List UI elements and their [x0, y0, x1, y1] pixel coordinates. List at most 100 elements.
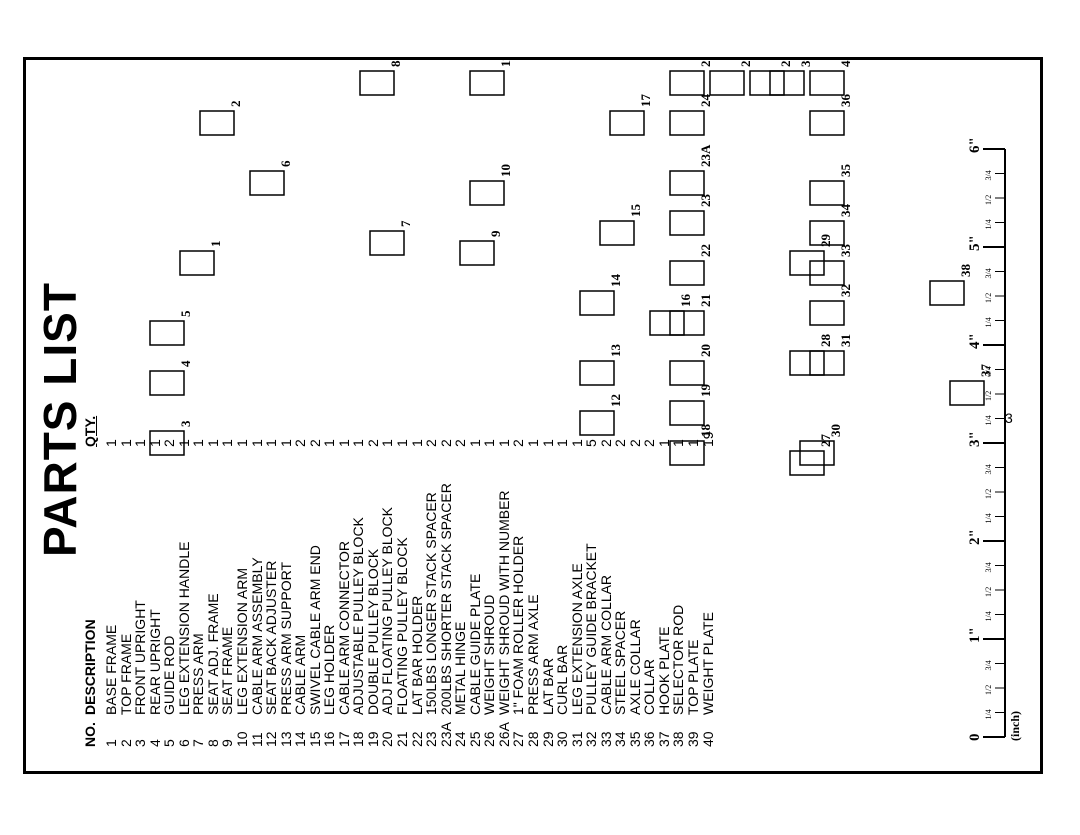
part-sketch	[579, 410, 615, 436]
part-figure: 34	[809, 204, 853, 246]
part-figure-label: 30	[828, 424, 843, 437]
part-figure: 30	[799, 424, 843, 466]
part-figure: 27	[789, 434, 833, 476]
part-sketch	[359, 70, 395, 96]
part-sketch	[809, 260, 845, 286]
part-sketch	[789, 250, 825, 276]
part-figure-label: 25	[698, 57, 713, 67]
part-figure-label: 6	[278, 160, 293, 167]
part-figure: 21	[669, 294, 713, 336]
ruler-minor-label: 1/4	[984, 709, 993, 719]
part-sketch	[579, 290, 615, 316]
part-figure: 40	[809, 57, 853, 96]
part-figure-label: 19	[698, 384, 713, 398]
part-figure: 17	[609, 94, 653, 136]
page-border	[23, 57, 1043, 774]
part-number: 40	[699, 731, 716, 747]
part-sketch	[669, 110, 705, 136]
part-figure: 2	[199, 101, 243, 136]
part-figure-label: 12	[608, 394, 623, 407]
part-figure-label: 36	[838, 94, 853, 108]
part-figure-label: 35	[838, 164, 853, 178]
ruler-unit-label: (inch)	[1008, 711, 1022, 741]
column-header-no: NO.	[82, 722, 98, 747]
part-figure: 25	[669, 57, 713, 96]
ruler-minor-label: 1/2	[984, 685, 993, 695]
part-sketch	[179, 250, 215, 276]
part-sketch	[809, 300, 845, 326]
part-sketch	[709, 70, 745, 96]
part-figure: 23A	[669, 144, 713, 196]
part-sketch	[469, 70, 505, 96]
part-sketch	[599, 220, 635, 246]
part-sketch	[149, 370, 185, 396]
part-figure: 18	[669, 424, 713, 466]
part-figure-label: 11	[498, 57, 513, 67]
part-figure-label: 32	[838, 284, 853, 297]
part-sketch	[199, 110, 235, 136]
part-sketch	[929, 280, 965, 306]
part-figure-label: 2	[228, 101, 243, 108]
part-figure: 29	[789, 234, 833, 276]
part-figure-label: 38	[958, 264, 973, 278]
part-figure-label: 10	[498, 164, 513, 177]
part-figure-label: 24	[698, 94, 713, 108]
part-sketch	[809, 110, 845, 136]
part-sketch	[669, 70, 705, 96]
part-sketch	[809, 350, 845, 376]
part-figure: 32	[809, 284, 853, 326]
part-sketch	[369, 230, 405, 256]
part-sketch	[669, 400, 705, 426]
part-figure-label: 13	[608, 344, 623, 358]
part-figure: 6	[249, 160, 293, 196]
part-figure-label: 3	[178, 420, 193, 427]
part-figure-label: 20	[698, 344, 713, 357]
part-figure-label: 15	[628, 204, 643, 218]
part-figure-label: 37	[978, 364, 993, 378]
part-figure: 36	[809, 94, 853, 136]
part-figure: 38	[929, 264, 973, 306]
part-sketch	[249, 170, 285, 196]
part-figure-label: 23A	[698, 144, 713, 167]
part-figure-label: 39	[798, 57, 813, 67]
part-figure-label: 33	[838, 244, 853, 258]
part-figure: 9	[459, 230, 503, 266]
part-sketch	[669, 260, 705, 286]
part-figure: 19	[669, 384, 713, 426]
part-sketch	[799, 440, 835, 466]
part-figure: 10	[469, 164, 513, 206]
part-sketch	[149, 430, 185, 456]
part-sketch	[669, 440, 705, 466]
part-figure-label: 8	[388, 60, 403, 67]
part-figure-label: 5	[178, 310, 193, 317]
part-sketch	[809, 180, 845, 206]
part-sketch	[809, 70, 845, 96]
part-figure-label: 31	[838, 334, 853, 347]
part-figure: 8	[359, 60, 403, 96]
part-figure: 1	[179, 241, 223, 276]
part-sketch	[789, 450, 825, 476]
part-figure: 12	[579, 394, 623, 436]
part-figure-label: 23	[698, 194, 713, 208]
part-figure: 20	[669, 344, 713, 386]
part-figure: 26	[709, 57, 753, 96]
part-figure: 31	[809, 334, 853, 376]
part-sketch	[809, 220, 845, 246]
part-figure: 3	[149, 420, 193, 456]
part-figure: 13	[579, 344, 623, 386]
part-figure-label: 26	[738, 57, 753, 67]
part-figure: 33	[809, 244, 853, 286]
part-figure-label: 7	[398, 220, 413, 227]
part-sketch	[669, 360, 705, 386]
part-figure: 4	[149, 360, 193, 396]
ruler-major-label: 0	[967, 734, 983, 742]
part-figure: 39	[769, 57, 813, 96]
part-figure-label: 40	[838, 57, 853, 67]
part-figure: 28	[789, 334, 833, 376]
part-figure: 16	[649, 294, 693, 336]
part-sketch	[649, 310, 685, 336]
part-figure-label: 1	[208, 241, 223, 248]
part-figure-label: 28	[818, 334, 833, 348]
